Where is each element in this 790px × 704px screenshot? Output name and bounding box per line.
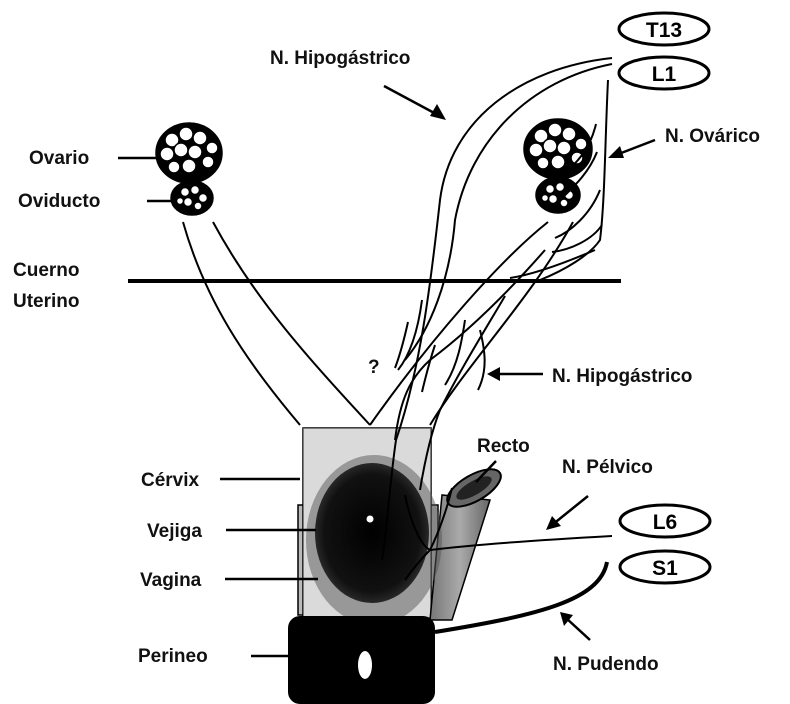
label-uterino: Uterino [13, 291, 80, 312]
label-n-pelvico: N. Pélvico [562, 457, 653, 478]
segment-s1-label: S1 [652, 557, 678, 580]
segment-t13-label: T13 [646, 19, 682, 42]
label-perineo: Perineo [138, 646, 208, 667]
label-oviducto: Oviducto [18, 191, 100, 212]
left-ovary [156, 123, 222, 183]
label-vejiga: Vejiga [147, 521, 202, 542]
label-ovario: Ovario [29, 148, 89, 169]
label-recto: Recto [477, 436, 530, 457]
right-ovary [524, 119, 592, 179]
segment-l6-label: L6 [653, 511, 678, 534]
perineo [288, 616, 435, 704]
segment-l6-badge: L6 [620, 505, 710, 537]
label-question-mark: ? [368, 357, 380, 378]
label-cuerno: Cuerno [13, 260, 80, 281]
label-n-pudendo: N. Pudendo [553, 654, 659, 675]
uterine-horns [183, 222, 573, 425]
left-oviduct [171, 181, 213, 215]
segment-l1-label: L1 [652, 63, 677, 86]
label-n-hipogastrico-mid: N. Hipogástrico [552, 366, 692, 387]
segment-t13-badge: T13 [619, 13, 709, 45]
label-cervix: Cérvix [141, 470, 200, 491]
right-oviduct [536, 177, 580, 213]
label-n-hipogastrico-top: N. Hipogástrico [270, 48, 410, 69]
segment-l1-badge: L1 [619, 57, 709, 89]
label-vagina: Vagina [140, 570, 202, 591]
label-n-ovarico: N. Ovárico [665, 126, 760, 147]
segment-s1-badge: S1 [620, 551, 710, 583]
